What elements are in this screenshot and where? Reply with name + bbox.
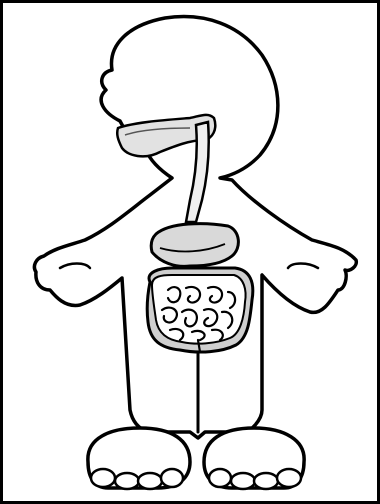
stomach-icon [151, 224, 238, 267]
